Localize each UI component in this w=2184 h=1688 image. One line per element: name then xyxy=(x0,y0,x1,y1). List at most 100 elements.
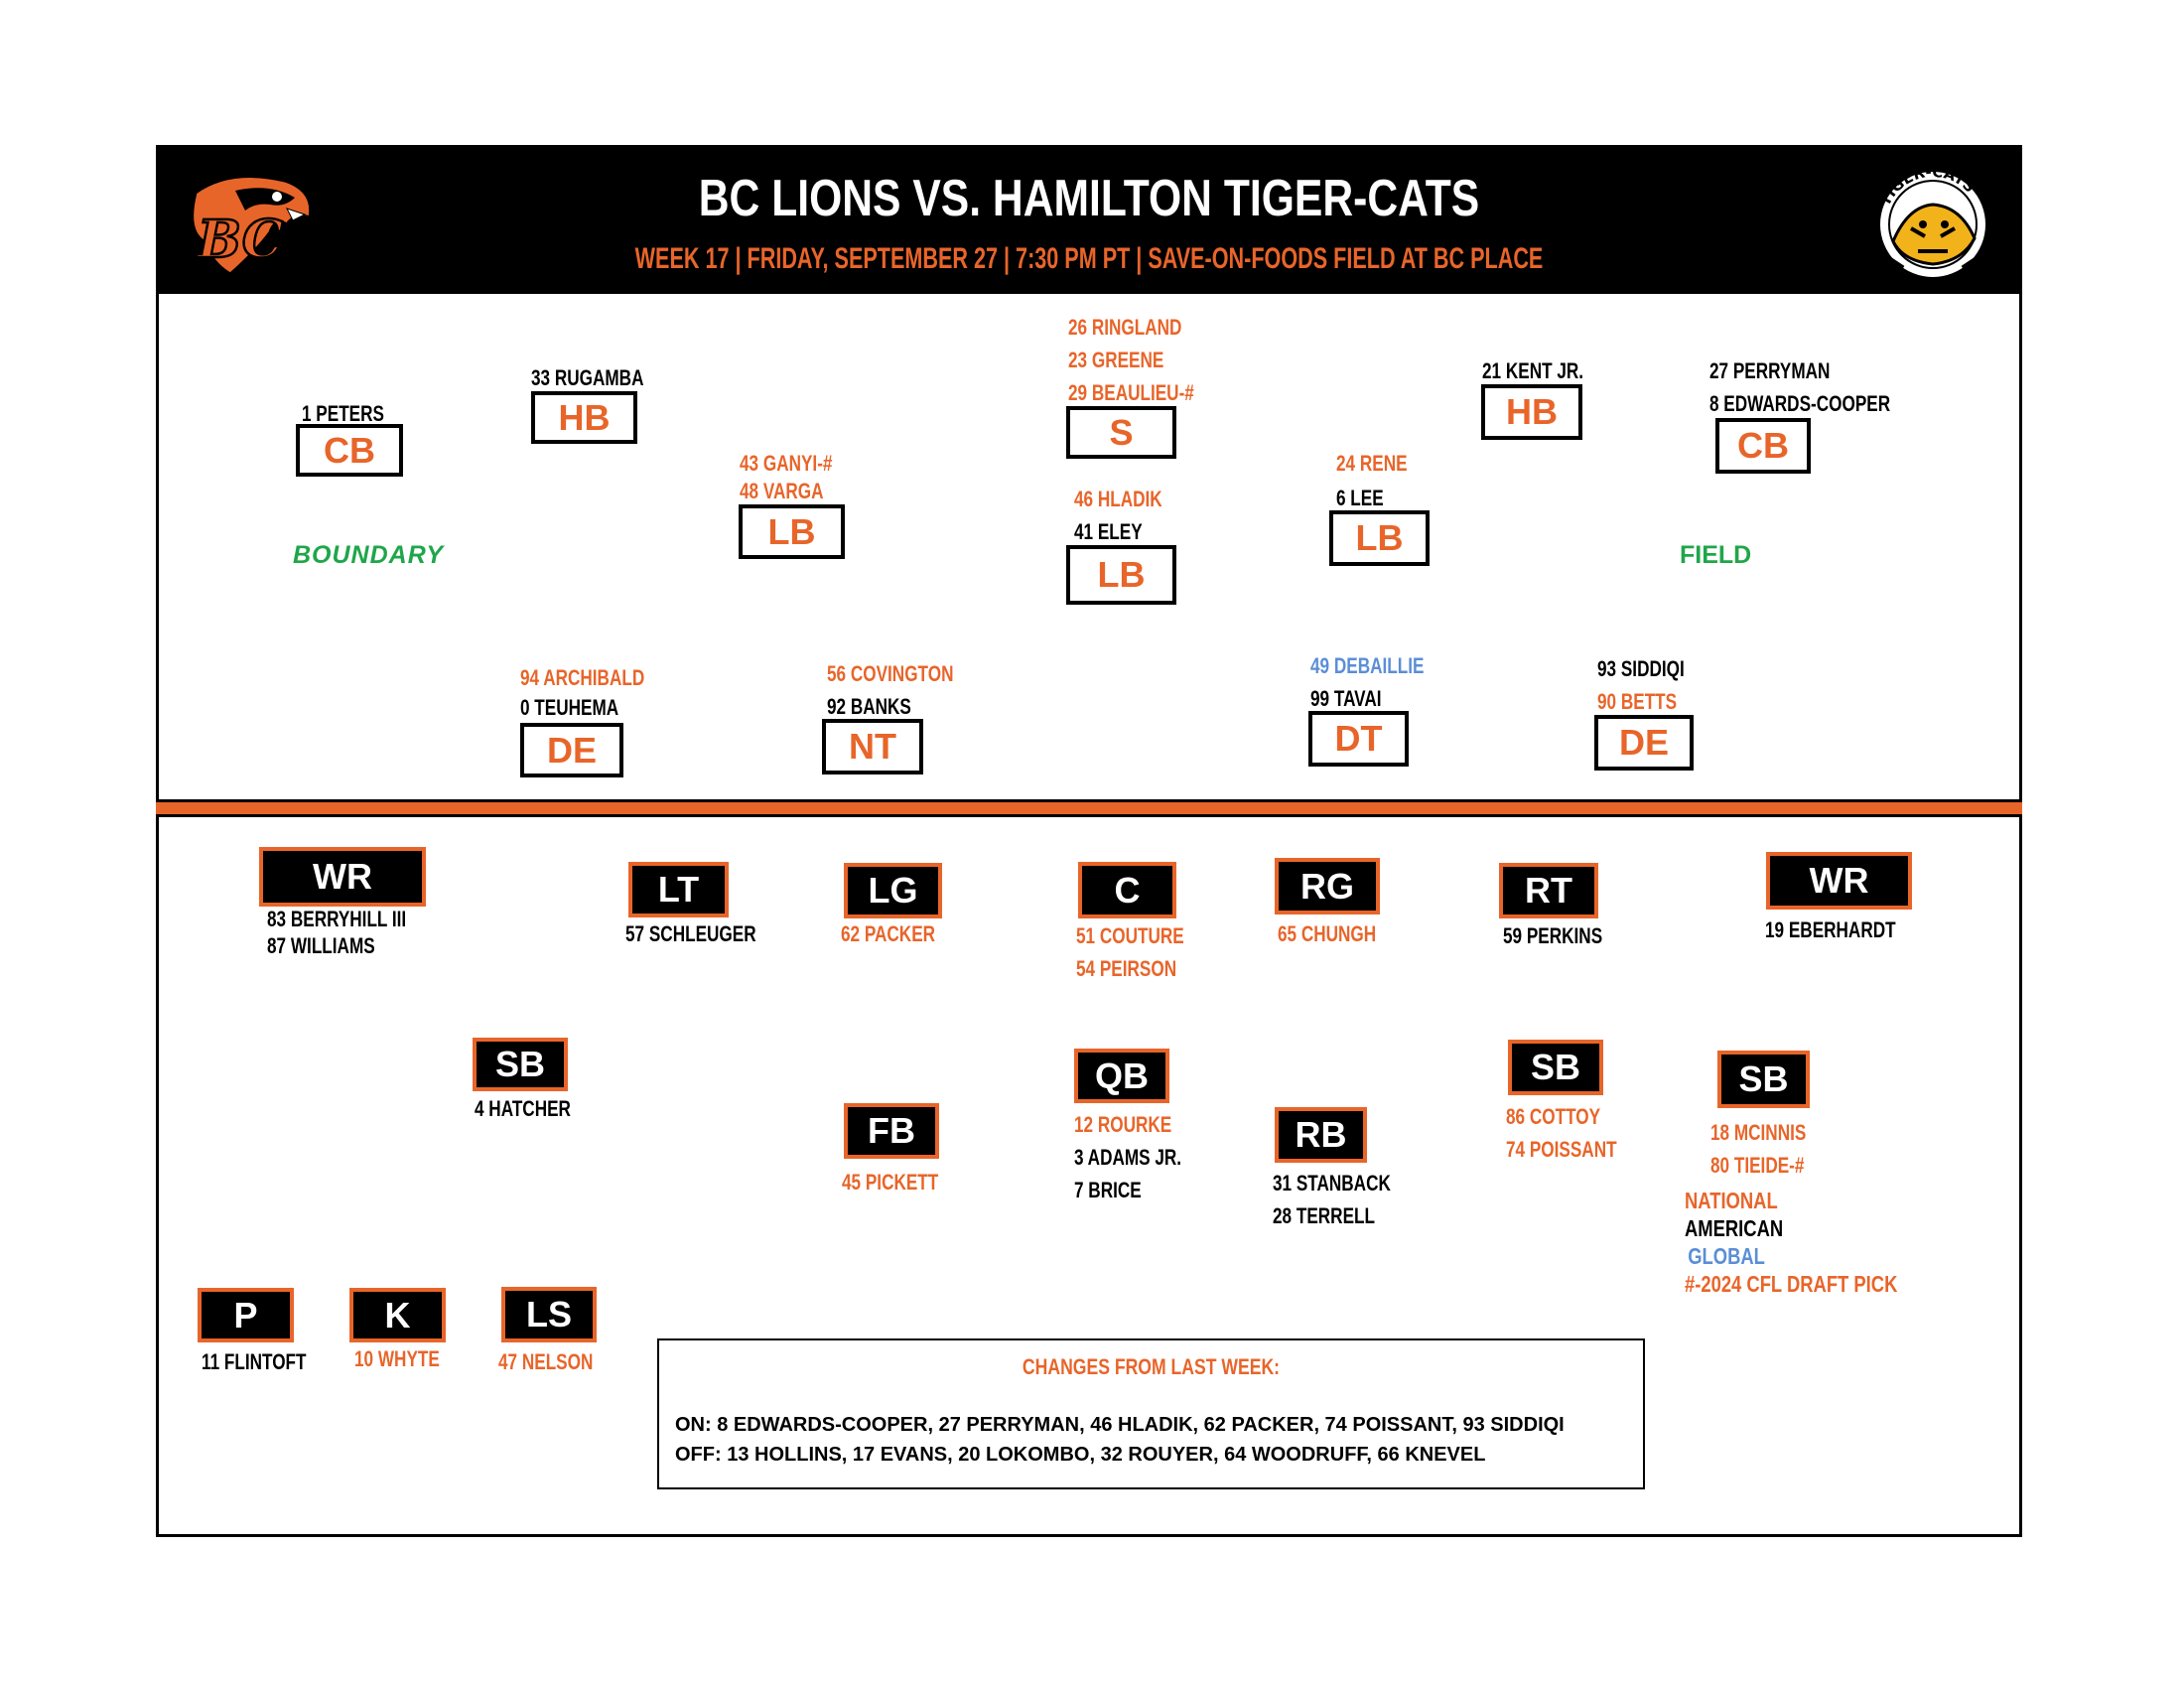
player-name: 49 DEBAILLIE xyxy=(1310,653,1425,678)
qb-players: 12 ROURKE 3 ADAMS JR. 7 BRICE xyxy=(1074,1108,1181,1206)
legend-global: GLOBAL xyxy=(1688,1243,1765,1269)
position-hb-left: HB xyxy=(531,391,637,444)
position-lb-mid: LB xyxy=(1066,545,1176,605)
position-sb-left: SB xyxy=(473,1038,568,1091)
position-wr-left: WR xyxy=(259,847,426,907)
player-name: 28 TERRELL xyxy=(1273,1203,1375,1228)
position-quarterback: QB xyxy=(1074,1049,1169,1103)
player-name: 45 PICKETT xyxy=(842,1170,939,1195)
position-left-guard: LG xyxy=(844,863,942,918)
legend-american: AMERICAN xyxy=(1685,1215,1784,1241)
svg-text:BC: BC xyxy=(196,210,283,270)
boundary-label: BOUNDARY xyxy=(293,541,444,569)
wr-left-players: 83 BERRYHILL III 87 WILLIAMS xyxy=(267,906,406,959)
bc-lions-logo: BC xyxy=(176,163,325,280)
lb-left-players: 43 GANYI-# 48 VARGA xyxy=(740,447,832,507)
player-name: 43 GANYI-# xyxy=(740,451,833,476)
player-name: 3 ADAMS JR. xyxy=(1074,1145,1182,1170)
player-name: 0 TEUHEMA xyxy=(520,695,619,720)
hb-right-players: 21 KENT JR. xyxy=(1482,354,1583,387)
player-name: 31 STANBACK xyxy=(1273,1171,1391,1196)
wr-right-players: 19 EBERHARDT xyxy=(1765,914,1896,946)
fb-players: 45 PICKETT xyxy=(842,1166,938,1198)
safety-players: 26 RINGLAND 23 GREENE 29 BEAULIEU-# xyxy=(1068,311,1194,409)
changes-title: CHANGES FROM LAST WEEK: xyxy=(1022,1354,1281,1379)
player-name: 83 BERRYHILL III xyxy=(267,907,407,931)
changes-box: CHANGES FROM LAST WEEK: ON: 8 EDWARDS-CO… xyxy=(657,1338,1645,1489)
player-name: 8 EDWARDS-COOPER xyxy=(1709,391,1891,416)
lt-players: 57 SCHLEUGER xyxy=(625,917,756,950)
legend-national: NATIONAL xyxy=(1685,1188,1778,1213)
hb-left-players: 33 RUGAMBA xyxy=(531,361,643,394)
player-name: 48 VARGA xyxy=(740,479,824,503)
depth-chart-frame xyxy=(156,145,2022,1537)
player-name: 24 RENE xyxy=(1336,451,1408,476)
cb-right-players: 27 PERRYMAN 8 EDWARDS-COOPER xyxy=(1709,354,1890,420)
player-name: 4 HATCHER xyxy=(475,1096,571,1121)
de-right-players: 93 SIDDIQI 90 BETTS xyxy=(1597,652,1685,718)
position-cb-left: CB xyxy=(296,424,403,477)
changes-on: ON: 8 EDWARDS-COOPER, 27 PERRYMAN, 46 HL… xyxy=(675,1414,1565,1436)
player-name: 59 PERKINS xyxy=(1503,923,1603,948)
player-name: 62 PACKER xyxy=(841,921,936,946)
rg-players: 65 CHUNGH xyxy=(1278,917,1376,950)
player-name: 99 TAVAI xyxy=(1310,686,1382,711)
changes-off: OFF: 13 HOLLINS, 17 EVANS, 20 LOKOMBO, 3… xyxy=(675,1444,1486,1466)
rb-players: 31 STANBACK 28 TERRELL xyxy=(1273,1167,1391,1232)
player-name: 86 COTTOY xyxy=(1506,1104,1601,1129)
player-name: 65 CHUNGH xyxy=(1278,921,1377,946)
sb-mid-players: 86 COTTOY 74 POISSANT xyxy=(1506,1100,1617,1166)
position-fullback: FB xyxy=(844,1103,939,1159)
lb-mid-players: 46 HLADIK 41 ELEY xyxy=(1074,483,1162,548)
position-center: C xyxy=(1078,862,1176,918)
player-name: 47 NELSON xyxy=(498,1349,594,1374)
c-players: 51 COUTURE 54 PEIRSON xyxy=(1076,919,1184,985)
player-name: 21 KENT JR. xyxy=(1482,358,1584,383)
position-running-back: RB xyxy=(1275,1107,1367,1163)
player-name: 7 BRICE xyxy=(1074,1178,1142,1202)
legend-draft-pick: #-2024 CFL DRAFT PICK xyxy=(1685,1271,1898,1297)
player-name: 54 PEIRSON xyxy=(1076,956,1177,981)
player-name: 23 GREENE xyxy=(1068,348,1164,372)
position-right-guard: RG xyxy=(1275,858,1380,914)
rt-players: 59 PERKINS xyxy=(1503,919,1602,952)
player-name: 18 MCINNIS xyxy=(1710,1120,1807,1145)
player-name: 46 HLADIK xyxy=(1074,487,1162,511)
page-title: BC LIONS VS. HAMILTON TIGER-CATS xyxy=(698,170,1480,227)
game-details: WEEK 17 | FRIDAY, SEPTEMBER 27 | 7:30 PM… xyxy=(634,242,1544,275)
position-de-left: DE xyxy=(520,723,623,777)
player-name: 41 ELEY xyxy=(1074,519,1143,544)
player-name: 56 COVINGTON xyxy=(827,661,954,686)
player-name: 90 BETTS xyxy=(1597,689,1678,714)
player-name: 92 BANKS xyxy=(827,694,911,719)
position-nose-tackle: NT xyxy=(822,719,923,774)
player-name: 6 LEE xyxy=(1336,486,1384,510)
player-name: 10 WHYTE xyxy=(354,1346,440,1371)
position-left-tackle: LT xyxy=(628,862,729,917)
kicker-players: 10 WHYTE xyxy=(354,1342,440,1375)
position-safety: S xyxy=(1066,406,1176,459)
dt-players: 49 DEBAILLIE 99 TAVAI xyxy=(1310,649,1424,715)
de-left-players: 94 ARCHIBALD 0 TEUHEMA xyxy=(520,661,644,724)
player-name: 93 SIDDIQI xyxy=(1597,656,1685,681)
player-name: 51 COUTURE xyxy=(1076,923,1184,948)
sb-left-players: 4 HATCHER xyxy=(475,1092,571,1125)
position-sb-mid: SB xyxy=(1508,1040,1603,1095)
position-kicker: K xyxy=(349,1288,446,1342)
position-lb-right: LB xyxy=(1329,510,1430,566)
position-hb-right: HB xyxy=(1481,384,1582,440)
header-banner: BC BC LIONS VS. HAMILTON TIGER-CATS WEEK… xyxy=(156,145,2022,294)
position-wr-right: WR xyxy=(1766,852,1912,910)
position-defensive-tackle: DT xyxy=(1308,711,1409,767)
position-de-right: DE xyxy=(1594,715,1694,771)
player-name: 80 TIEIDE-# xyxy=(1710,1153,1805,1178)
field-label: FIELD xyxy=(1680,541,1752,569)
player-name: 11 FLINTOFT xyxy=(202,1349,307,1374)
player-name: 57 SCHLEUGER xyxy=(625,921,756,946)
position-sb-right: SB xyxy=(1717,1051,1810,1108)
punter-players: 11 FLINTOFT xyxy=(202,1345,307,1378)
player-name: 33 RUGAMBA xyxy=(531,365,644,390)
position-cb-right: CB xyxy=(1715,418,1811,474)
lb-right-players: 24 RENE 6 LEE xyxy=(1336,447,1408,514)
line-of-scrimmage-divider xyxy=(156,799,2022,817)
